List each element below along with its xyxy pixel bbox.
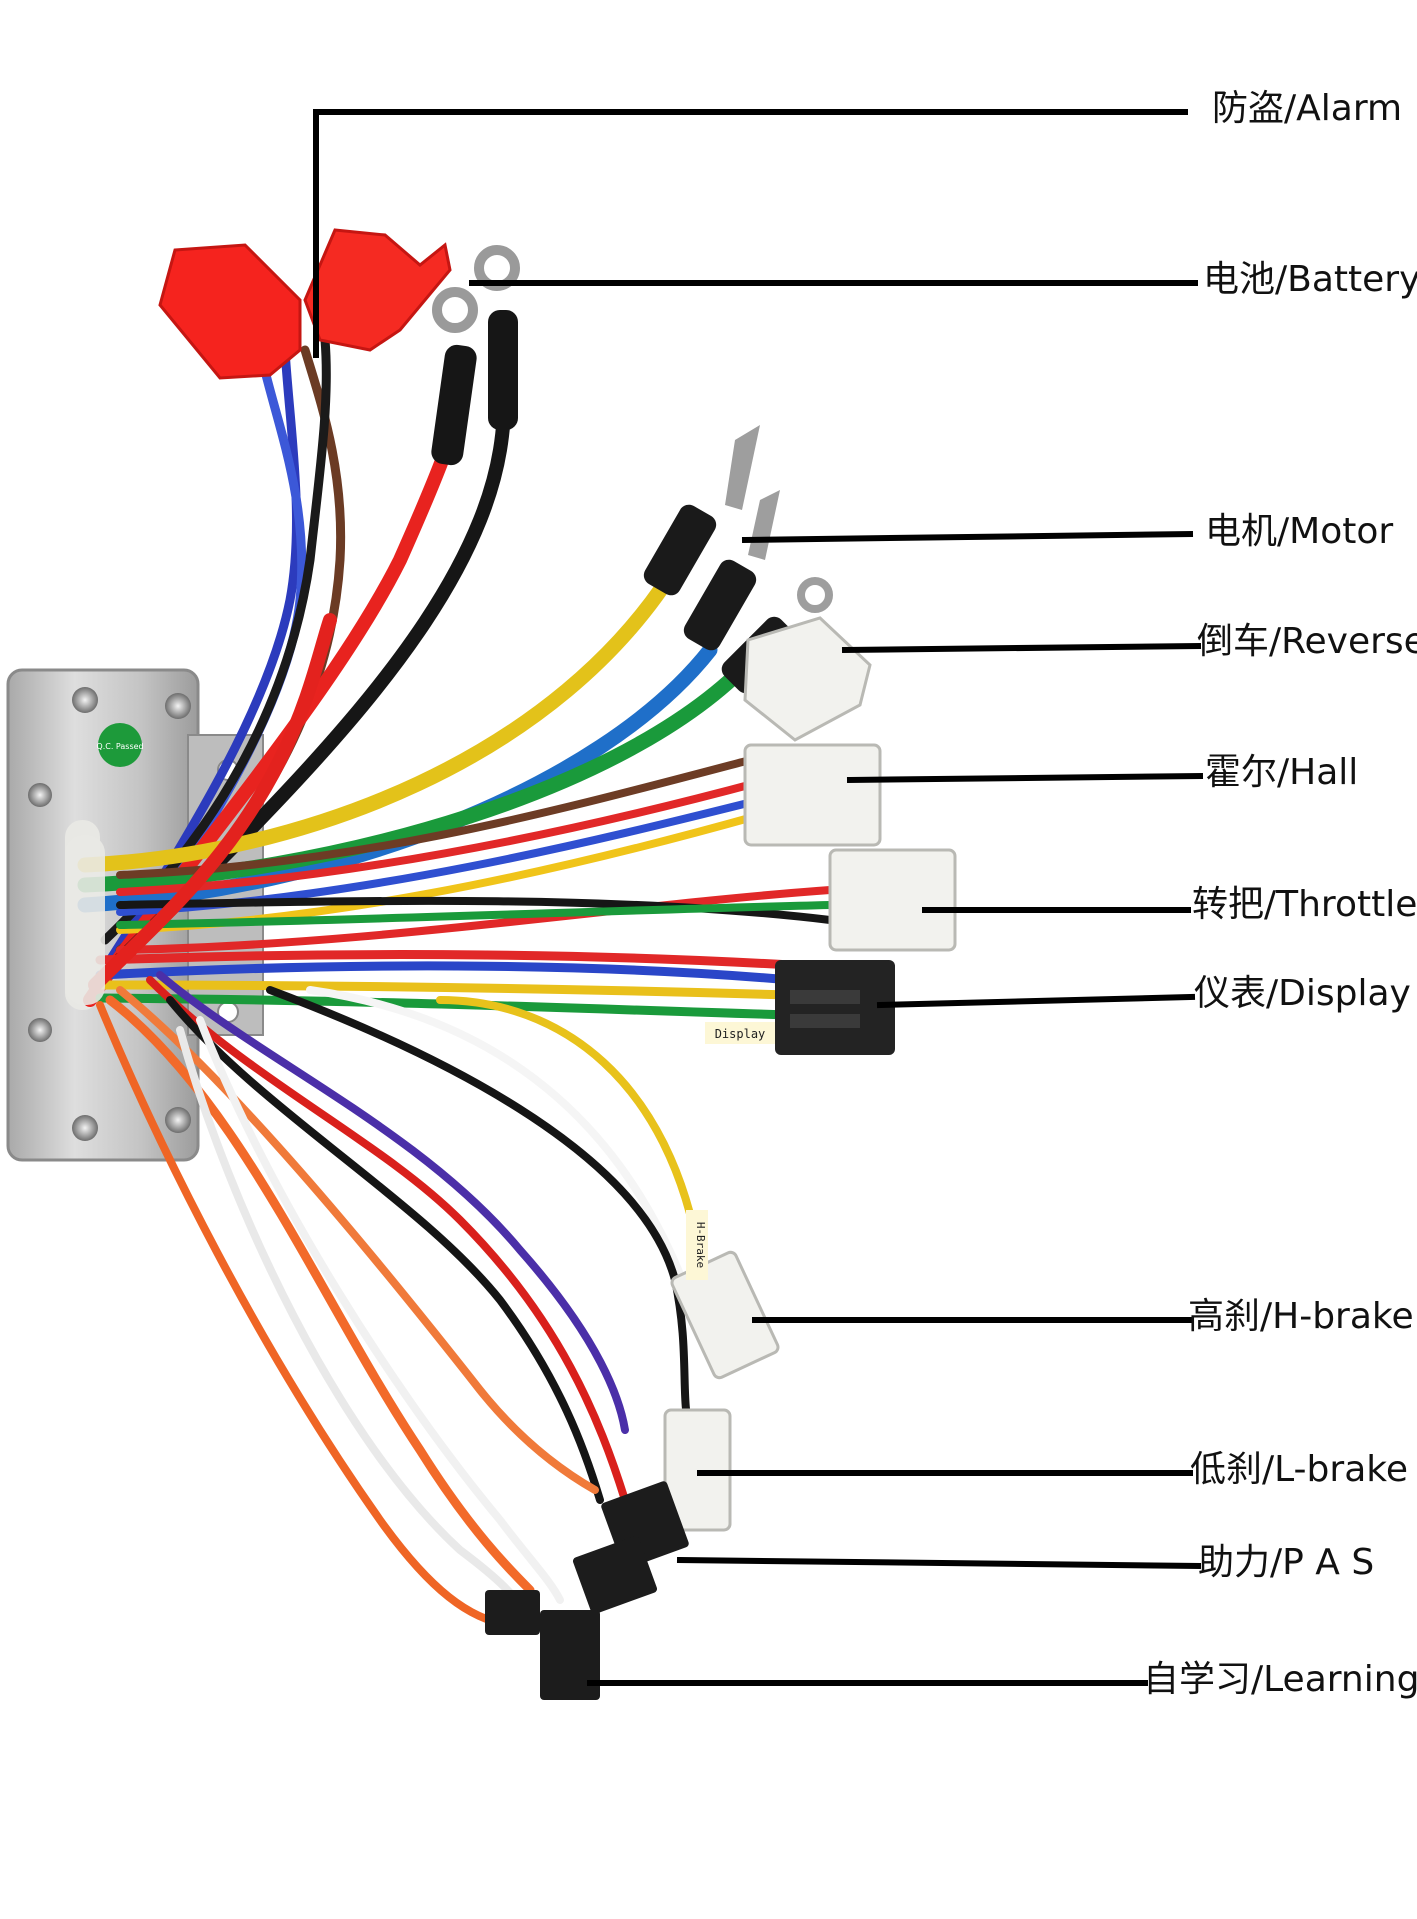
- qc-sticker-text: Q.C. Passed: [96, 742, 143, 751]
- wire-learning-white: [196, 1016, 564, 1604]
- alarm-connector: [158, 228, 452, 380]
- wire-lbrake-black: [266, 986, 694, 1434]
- leader-line-display: [876, 993, 1196, 1009]
- label-pas: 助力/P A S: [1198, 1542, 1375, 1583]
- label-throttle: 转把/Throttle: [1192, 884, 1417, 925]
- throttle-connector: [828, 848, 957, 952]
- wire-hall-brown: [116, 756, 754, 879]
- wire-sleeve: [65, 835, 105, 1005]
- wire-display-red: [95, 950, 795, 970]
- learning-connector: [485, 1590, 600, 1700]
- wire-throttle-green: [116, 901, 834, 929]
- screw-icon: [72, 687, 98, 713]
- qc-sticker: [98, 723, 142, 767]
- wire-display-blue: [95, 961, 795, 985]
- label-hall: 霍尔/Hall: [1205, 752, 1359, 793]
- leader-line-reverse: [841, 642, 1202, 654]
- display-connector: [775, 960, 895, 1055]
- leader-lines: [313, 109, 1204, 1686]
- wire-orange-3: [96, 1001, 514, 1629]
- screw-icon: [72, 1115, 98, 1141]
- screw-icon: [165, 1107, 191, 1133]
- wire-display-yellow: [95, 980, 795, 1000]
- leader-line-motor: [741, 530, 1194, 544]
- wire-main-red: [88, 613, 337, 992]
- label-reverse: 倒车/Reverse: [1197, 621, 1417, 662]
- wire-bundle: [77, 335, 834, 1020]
- wire-motor-yellow: [77, 552, 688, 873]
- leader-line-alarm: [313, 109, 1188, 358]
- hall-connector: [743, 743, 882, 847]
- wire-hbrake-yellow: [436, 996, 704, 1264]
- wire-orange-2: [116, 986, 599, 1494]
- wire-learning-white-2: [176, 1026, 524, 1614]
- display-wire-tag: Display: [715, 1027, 766, 1041]
- wire-pas-black: [166, 996, 604, 1504]
- screw-icon: [28, 783, 52, 807]
- label-l-brake: 低刹/L-brake: [1190, 1449, 1408, 1490]
- screw-icon: [165, 693, 191, 719]
- wire-pas-red: [146, 976, 629, 1504]
- label-h-brake: 高刹/H-brake: [1188, 1296, 1414, 1337]
- label-battery: 电池/Battery: [1203, 259, 1417, 300]
- wire-hbrake-white: [306, 986, 694, 1304]
- leader-line-pas: [676, 1556, 1202, 1570]
- label-motor: 电机/Motor: [1205, 511, 1394, 552]
- label-learning: 自学习/Learning: [1143, 1659, 1417, 1700]
- label-display: 仪表/Display: [1194, 973, 1411, 1014]
- pas-connector: [572, 1481, 689, 1615]
- leader-line-hall: [846, 772, 1204, 784]
- wire-hall-red: [116, 778, 764, 896]
- label-alarm: 防盗/Alarm: [1212, 88, 1403, 129]
- wire-bundle-lower: [96, 971, 704, 1629]
- screw-icon: [28, 1018, 52, 1042]
- reverse-connector: [743, 616, 872, 742]
- wire-pas-purple: [156, 971, 629, 1434]
- wire-throttle-red: [116, 886, 834, 954]
- h-brake-wire-tag: H-Brake: [694, 1222, 707, 1268]
